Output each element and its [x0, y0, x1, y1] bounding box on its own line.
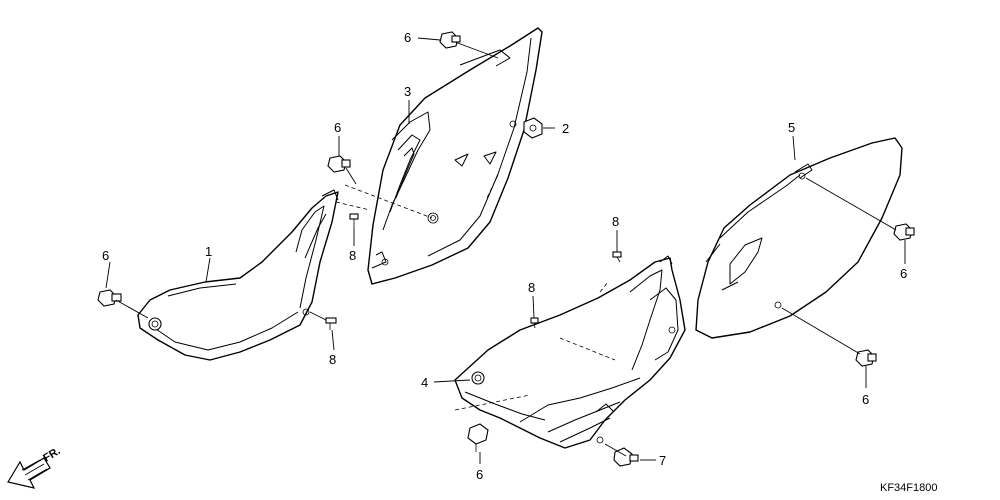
bolt-icon[interactable] — [613, 447, 639, 467]
callout-6: 6 — [404, 30, 411, 45]
callout-8: 8 — [612, 214, 619, 229]
part-5-number-plate[interactable] — [695, 137, 903, 339]
front-arrow-icon: FR. — [7, 445, 63, 489]
part-4-side-cover[interactable] — [454, 255, 686, 449]
part-3-side-cover[interactable] — [367, 27, 543, 285]
nut-icon[interactable] — [523, 117, 543, 139]
screw-icon[interactable] — [325, 317, 337, 330]
drawing-code: KF34F1800 — [880, 482, 937, 494]
bolt-icon[interactable] — [439, 31, 461, 49]
screw-icon[interactable] — [349, 213, 359, 228]
callout-3: 3 — [404, 84, 411, 99]
bolt-icon[interactable] — [467, 423, 489, 452]
callout-1: 1 — [205, 244, 212, 259]
leader-lines — [105, 37, 906, 464]
bolt-icon[interactable] — [855, 349, 877, 367]
callout-labels: 6 2 3 6 6 1 8 8 8 8 4 6 7 5 6 6 — [102, 30, 907, 482]
callout-8: 8 — [329, 352, 336, 367]
callout-6: 6 — [102, 248, 109, 263]
assembly-lines — [335, 174, 616, 411]
callout-8: 8 — [349, 248, 356, 263]
screw-icon[interactable] — [612, 251, 622, 263]
bolt-icon[interactable] — [97, 289, 122, 307]
bolt-icon[interactable] — [893, 223, 915, 241]
callout-4: 4 — [421, 375, 428, 390]
callout-5: 5 — [788, 120, 795, 135]
callout-6: 6 — [334, 120, 341, 135]
callout-6: 6 — [900, 266, 907, 281]
bolt-icon[interactable] — [327, 155, 351, 173]
part-1-side-cover[interactable] — [137, 189, 339, 361]
callout-7: 7 — [659, 453, 666, 468]
screw-icon[interactable] — [530, 317, 539, 329]
callout-8: 8 — [528, 280, 535, 295]
callout-6: 6 — [862, 392, 869, 407]
callout-6: 6 — [476, 467, 483, 482]
callout-2: 2 — [562, 121, 569, 136]
